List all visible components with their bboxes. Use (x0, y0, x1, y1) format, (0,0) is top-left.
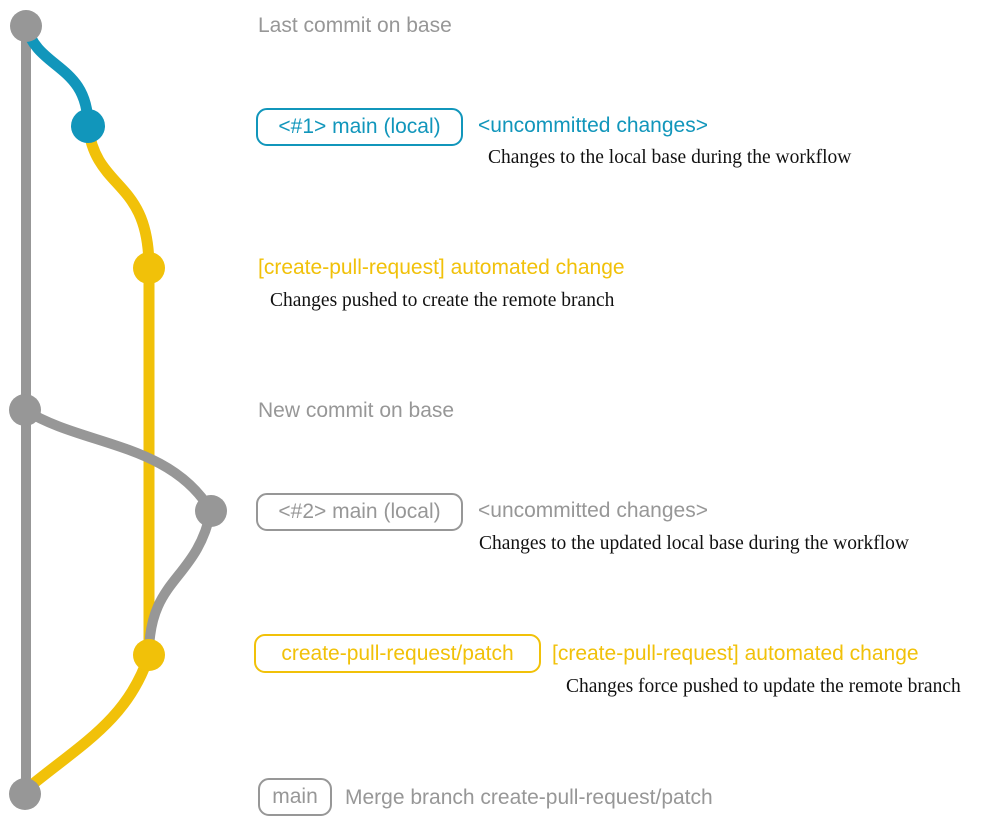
branch-badge-label: create-pull-request/patch (281, 641, 514, 665)
branch-badge-label: <#1> main (local) (278, 115, 441, 138)
commit-dot-automated-2 (133, 639, 165, 671)
local-main-branch-line (20, 24, 94, 127)
branch-badge-label: <#2> main (local) (278, 500, 441, 523)
patch-branch-line (24, 125, 155, 793)
commit-message-last-base: Last commit on base (258, 14, 452, 37)
branch-badge-main: main (258, 778, 332, 816)
annotation-uncommitted-1: Changes to the local base during the wor… (488, 147, 852, 168)
annotation-automated-2: Changes force pushed to update the remot… (566, 676, 961, 697)
commit-dot-new-base (9, 394, 41, 426)
commit-message-automated-2: [create-pull-request] automated change (552, 642, 919, 665)
annotation-automated-1: Changes pushed to create the remote bran… (270, 290, 615, 311)
commit-message-uncommitted-2: <uncommitted changes> (478, 499, 708, 522)
branch-badge-label: main (272, 785, 318, 808)
annotation-uncommitted-2: Changes to the updated local base during… (479, 533, 909, 554)
commit-message-new-base: New commit on base (258, 399, 455, 422)
commit-message-uncommitted-1: <uncommitted changes> (478, 114, 708, 137)
branch-badge-main-local-2: <#2> main (local) (256, 493, 463, 531)
commit-dot-uncommitted-2 (195, 495, 227, 527)
commit-dot-merge (9, 778, 41, 810)
commit-dot-automated-1 (133, 252, 165, 284)
commit-dot-uncommitted-1 (71, 109, 105, 143)
commit-message-automated-1: [create-pull-request] automated change (258, 256, 625, 279)
branch-badge-patch: create-pull-request/patch (254, 634, 541, 673)
commit-message-merge: Merge branch create-pull-request/patch (345, 786, 713, 809)
commit-dot-last-base (10, 10, 42, 42)
branch-badge-main-local-1: <#1> main (local) (256, 108, 463, 146)
base-update-branch-line (22, 405, 217, 656)
